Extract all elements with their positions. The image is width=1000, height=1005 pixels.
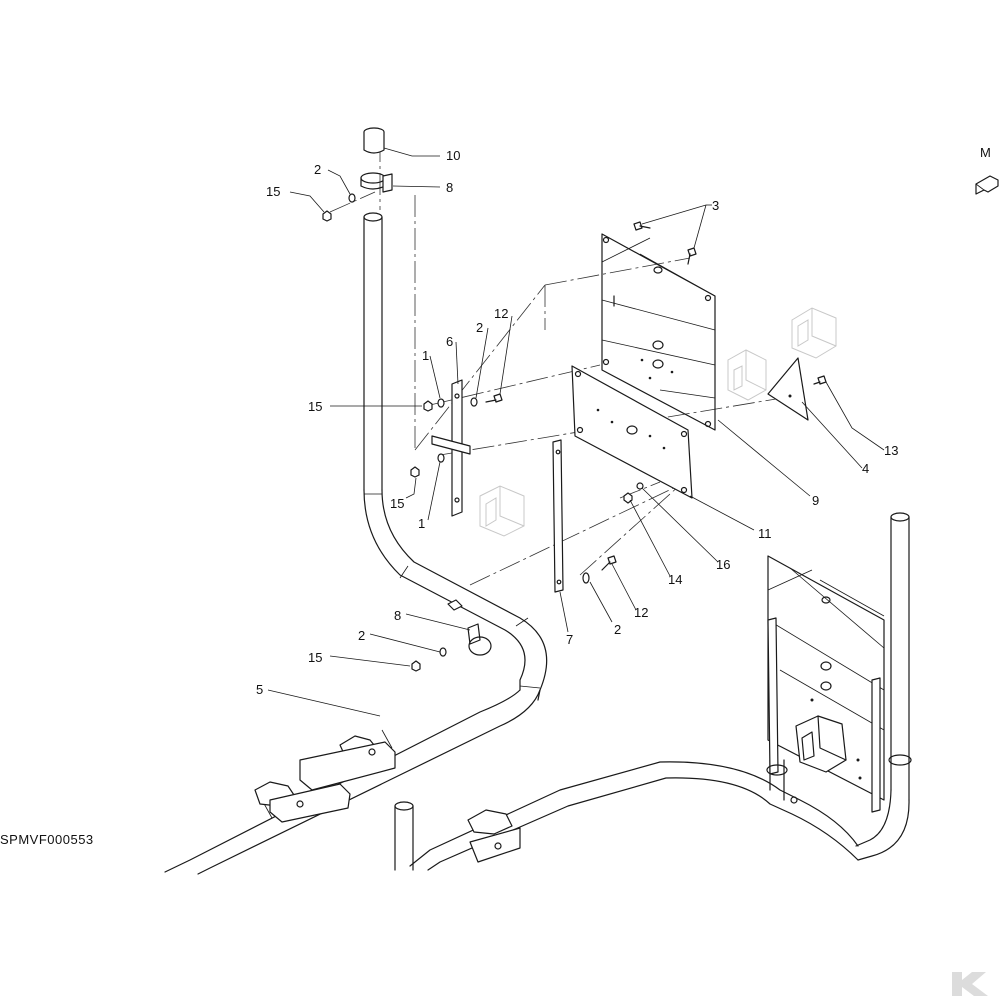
callout-3: 3 (712, 198, 719, 213)
drawing-code: SPMVF000553 (0, 832, 94, 847)
callout-13: 13 (884, 443, 898, 458)
nut-part-15-top (322, 210, 332, 222)
triangle-reflector-part-4 (767, 357, 809, 421)
callout-6: 6 (446, 334, 453, 349)
view-indicator: M (975, 145, 999, 195)
assembly-centerlines (329, 140, 801, 586)
nut-part-15-bottom (411, 660, 421, 672)
callout-5: 5 (256, 682, 263, 697)
callout-12: 12 (494, 306, 508, 321)
tube-clamp-part-8-top (360, 172, 393, 193)
callout-10: 10 (446, 148, 460, 163)
callout-2: 2 (314, 162, 321, 177)
callout-15: 15 (266, 184, 280, 199)
callout-9: 9 (812, 493, 819, 508)
screw-part-13 (813, 375, 827, 385)
brand-logo-icon (952, 972, 988, 996)
tube-clamp-part-8-lower (467, 623, 492, 656)
callout-7: 7 (566, 632, 573, 647)
ghost-lamp-middle (727, 349, 767, 401)
view-direction-arrow-icon (975, 175, 999, 195)
flat-strip-part-7 (552, 439, 564, 593)
warning-plate-part-9 (601, 233, 716, 431)
bolts-part-3 (633, 221, 697, 265)
ghost-lamp-left (479, 485, 525, 537)
assembled-plate-right (766, 555, 912, 813)
t-bracket-part-6 (431, 379, 471, 517)
washer-part-2-top (348, 193, 356, 203)
callout-15: 15 (308, 650, 322, 665)
washers-part-1 (437, 398, 445, 463)
callout-16: 16 (716, 557, 730, 572)
callout-labels: 10 2 8 15 3 12 6 2 1 15 15 1 13 4 9 11 1… (256, 148, 898, 697)
callout-2: 2 (358, 628, 365, 643)
callout-15: 15 (308, 399, 322, 414)
tube-cap-part-10 (363, 127, 385, 154)
callout-2: 2 (476, 320, 483, 335)
ghost-lamp-upper (791, 307, 837, 359)
nuts-part-15-mid (410, 400, 433, 478)
callout-8: 8 (394, 608, 401, 623)
callout-11: 11 (758, 526, 772, 541)
callout-14: 14 (668, 572, 682, 587)
washer-part-16 (636, 482, 644, 490)
callout-15: 15 (390, 496, 404, 511)
leader-lines (267, 147, 885, 717)
callout-8: 8 (446, 180, 453, 195)
assembled-frame-right (394, 512, 910, 871)
callout-4: 4 (862, 461, 869, 476)
callout-12: 12 (634, 605, 648, 620)
bolt-part-12-upper (485, 393, 503, 403)
washer-part-2-bottom (439, 647, 447, 657)
view-letter: M (980, 145, 991, 160)
frame-tube-part-5 (164, 212, 548, 875)
bolt-part-12-lower (601, 555, 617, 571)
washer-part-2-lower (582, 572, 590, 584)
callout-1: 1 (422, 348, 429, 363)
base-plate-part-11 (571, 365, 693, 499)
washer-part-2-mid (470, 397, 478, 407)
callout-2: 2 (614, 622, 621, 637)
callout-1: 1 (418, 516, 425, 531)
